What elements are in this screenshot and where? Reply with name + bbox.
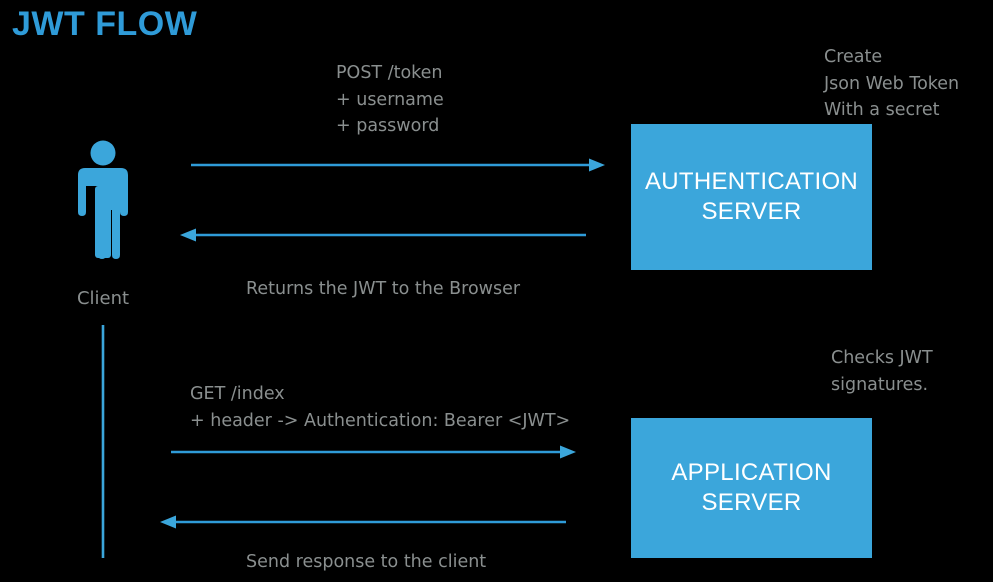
app-response-note: Send response to the client: [246, 552, 487, 572]
authentication-server-box[interactable]: AUTHENTICATION SERVER: [631, 124, 872, 270]
app-request-note: GET /index + header -> Authentication: B…: [190, 384, 571, 431]
app-server-note: Checks JWT signatures.: [831, 348, 933, 395]
arrow-auth-to-client: [180, 228, 586, 242]
authentication-server-label: AUTHENTICATION SERVER: [644, 168, 859, 225]
person-icon: [78, 140, 128, 259]
arrow-client-to-app: [171, 445, 576, 459]
auth-response-note: Returns the JWT to the Browser: [246, 279, 521, 299]
application-server-label: APPLICATION SERVER: [671, 459, 832, 516]
arrow-app-to-client: [160, 515, 566, 529]
auth-request-note: POST /token + username + password: [336, 63, 444, 136]
arrow-client-to-auth: [191, 158, 605, 172]
client-label: Client: [76, 288, 130, 309]
auth-server-note: Create Json Web Token With a secret: [824, 47, 960, 120]
page-title: JWT FLOW: [12, 5, 198, 43]
application-server-box[interactable]: APPLICATION SERVER: [631, 418, 872, 558]
